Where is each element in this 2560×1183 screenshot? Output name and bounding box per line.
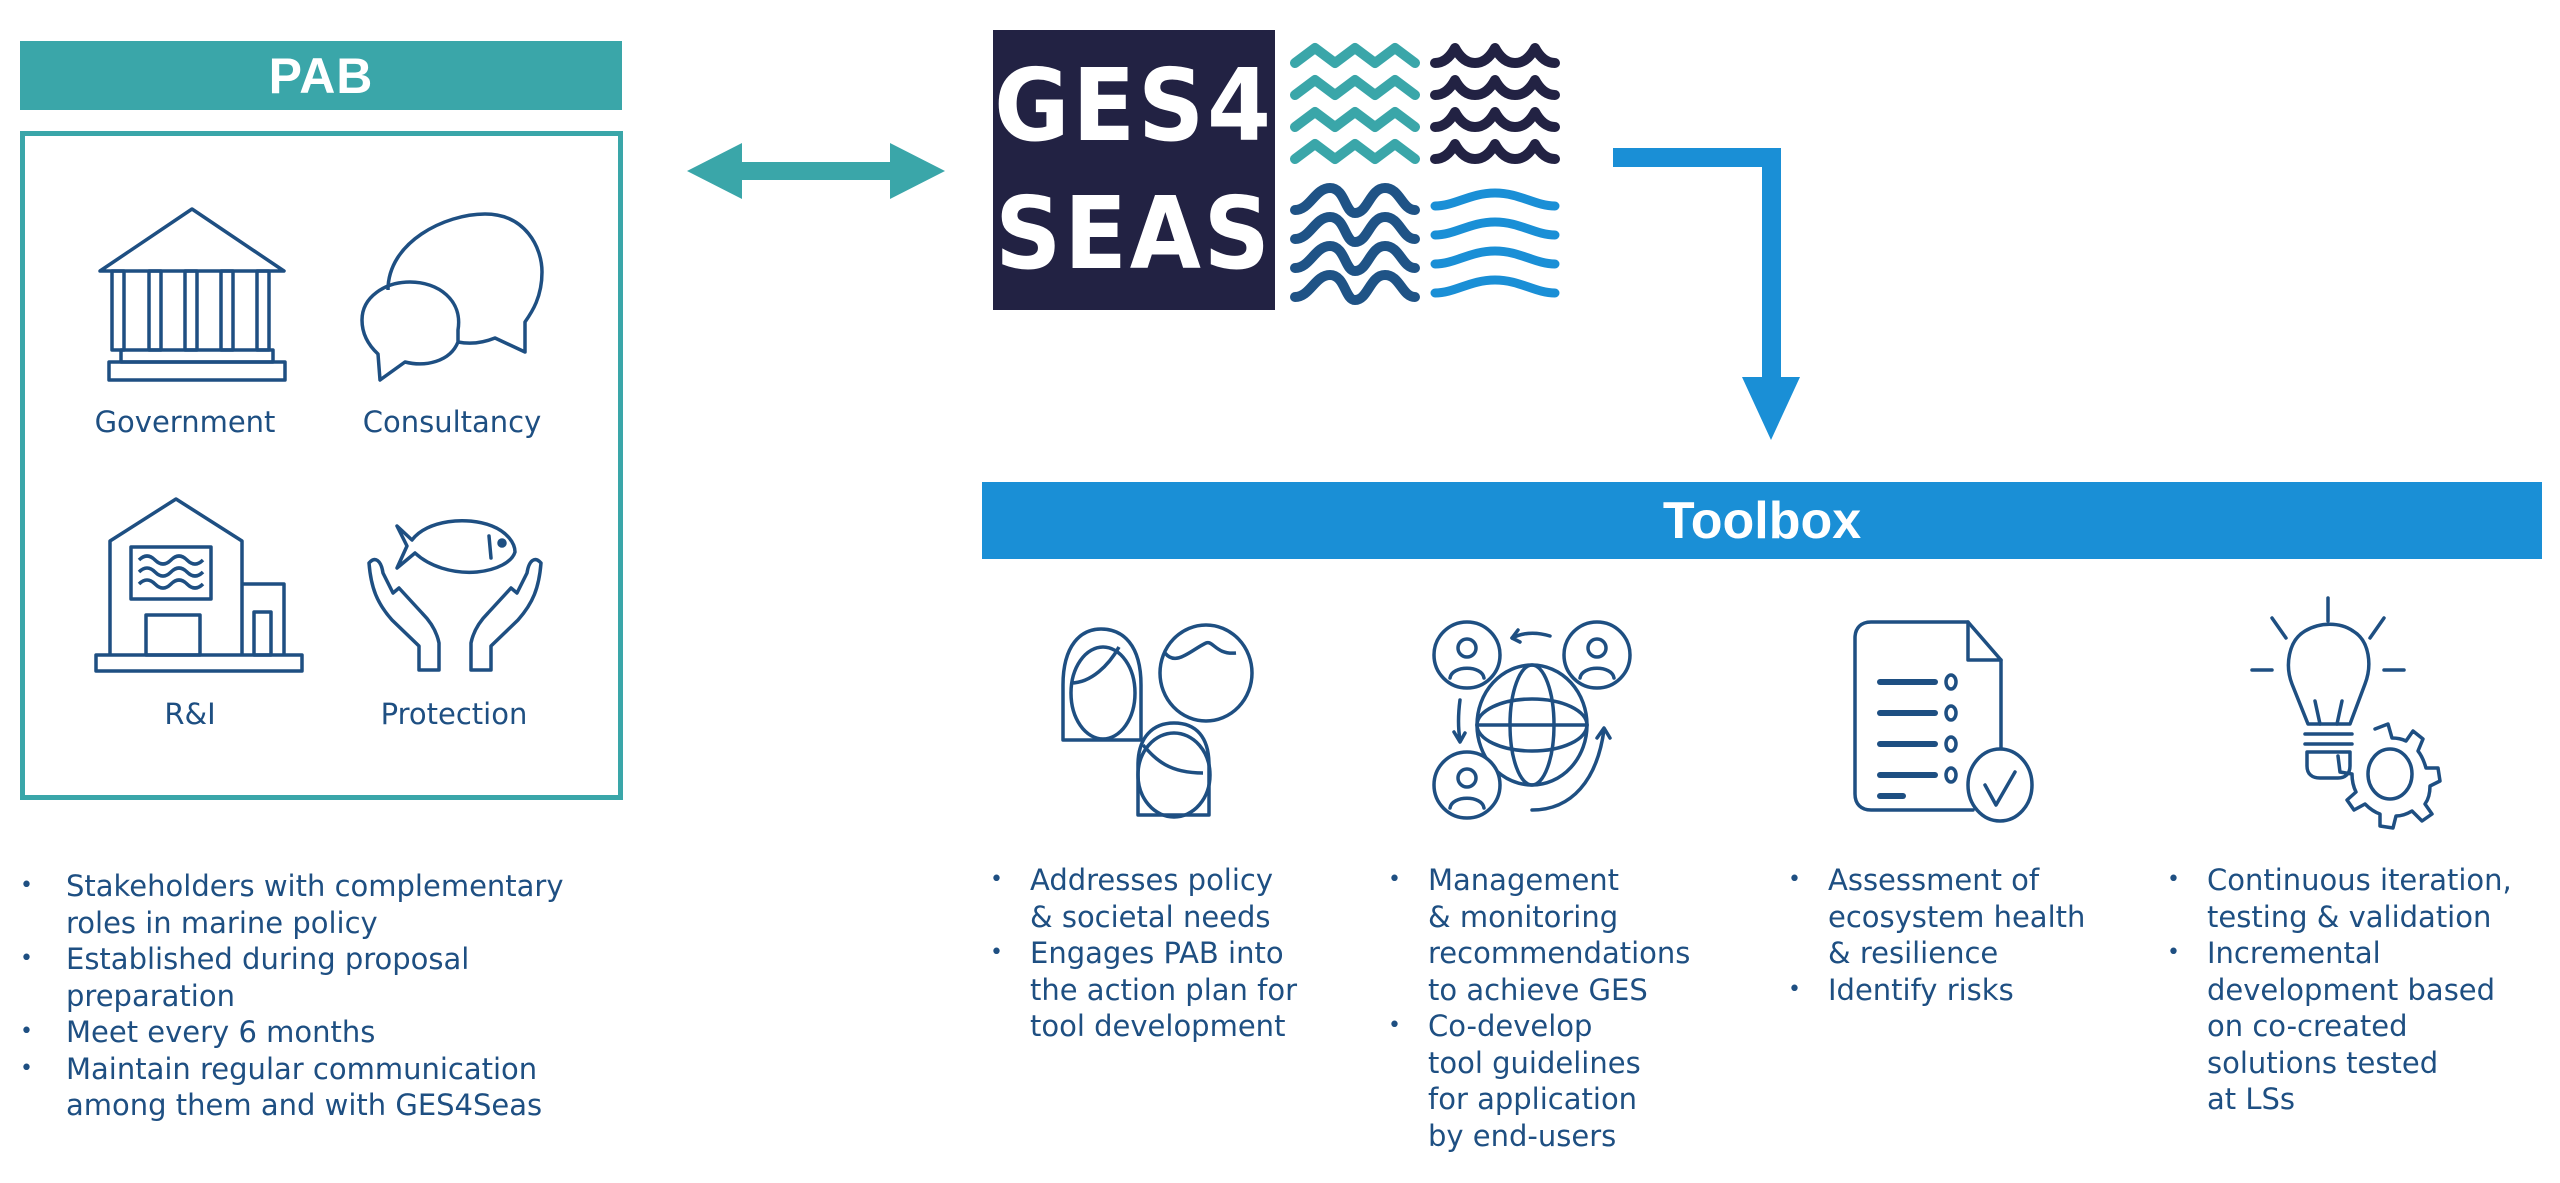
pab-title: PAB <box>268 47 374 104</box>
bullet-text-line: Incremental <box>2207 936 2381 970</box>
bullet-item: • Continuous iteration,testing & validati… <box>2167 862 2512 935</box>
bullet-text-line: Co-develop <box>1428 1009 1593 1043</box>
people-faces-icon <box>1061 623 1254 819</box>
bullet-text-line: by end-users <box>1428 1118 1617 1153</box>
bullet-text-line: Continuous iteration, <box>2207 863 2512 897</box>
double-arrow-icon <box>687 143 945 199</box>
bullet-text-line: Meet every 6 months <box>66 1015 376 1049</box>
bullet-text-line: tool development <box>1030 1009 1286 1043</box>
bullet-text-line: Management <box>1428 863 1620 897</box>
bullet-text-line: ecosystem health <box>1828 899 2086 934</box>
bullet-text-line: to achieve GES <box>1428 972 1648 1007</box>
bullet-text-line: & resilience <box>1828 936 1999 970</box>
bullet-text-line: among them and with GES4Seas <box>66 1088 543 1122</box>
bullet-text-line: testing & validation <box>2207 899 2492 934</box>
bullet-item: • Identify risks <box>1788 972 2085 1009</box>
bullet-text-line: tool guidelines <box>1428 1045 1641 1080</box>
bullet-text-line: preparation <box>66 978 235 1013</box>
bullet-text-line: Maintain regular communication <box>66 1051 538 1086</box>
toolbox-column-1-list: • Addresses policy& societal needs • Engage… <box>990 862 1297 1045</box>
bullet-text-line: Established during proposal <box>66 942 470 976</box>
bullet-text-line: roles in marine policy <box>66 905 378 940</box>
bullet-dot: • <box>2167 867 2180 892</box>
bullet-dot: • <box>20 873 33 898</box>
stakeholder-label-government: Government <box>94 405 276 439</box>
bullet-text-line: on co-created <box>2207 1009 2408 1043</box>
bullet-text-line: for application <box>1428 1082 1638 1116</box>
government-building-icon <box>98 207 287 382</box>
bullet-dot: • <box>1788 976 1801 1002</box>
ges4seas-logo: GES4 SEAS <box>993 30 1275 310</box>
bullet-dot: • <box>1788 867 1801 892</box>
hands-fish-icon <box>367 519 543 672</box>
bullet-dot: • <box>20 1019 33 1044</box>
research-building-icon <box>94 497 304 673</box>
toolbox-title: Toolbox <box>1662 491 1862 550</box>
bullet-text-line: at LSs <box>2207 1082 2296 1116</box>
toolbox-column-4-list: • Continuous iteration,testing & validati… <box>2167 862 2512 1118</box>
bullet-text-line: Engages PAB into <box>1030 936 1284 970</box>
bullet-item: • Addresses policy& societal needs <box>990 862 1297 935</box>
pab-header: PAB <box>20 41 622 110</box>
checklist-document-icon <box>1853 620 2034 823</box>
bullet-text-line: Assessment of <box>1828 863 2040 897</box>
bullet-dot: • <box>990 940 1003 965</box>
logo-text-line1: GES4 <box>994 47 1274 164</box>
bullet-text-line: solutions tested <box>2207 1045 2439 1080</box>
toolbox-header: Toolbox <box>982 482 2542 559</box>
bullet-dot: • <box>1388 867 1401 892</box>
lightbulb-gear-icon <box>2250 596 2442 830</box>
waves-icon <box>1290 43 1560 305</box>
bullet-dot: • <box>20 946 33 971</box>
bullet-text-line: the action plan for <box>1030 972 1298 1007</box>
bullet-text-line: & monitoring <box>1428 899 1619 934</box>
bullet-text-line: development based <box>2207 972 2496 1007</box>
bullet-dot: • <box>2167 940 2180 965</box>
bullet-dot: • <box>990 867 1003 892</box>
logo-text-line2: SEAS <box>995 175 1273 292</box>
bullet-dot: • <box>20 1055 33 1081</box>
stakeholder-label-consultancy: Consultancy <box>362 405 542 439</box>
bullet-text-line: Stakeholders with complementary <box>66 869 564 903</box>
bullet-item: • Meet every 6 months <box>20 1014 564 1051</box>
pab-stakeholder-box <box>20 131 623 800</box>
bullet-dot: • <box>1388 1013 1401 1038</box>
stakeholder-label-protection: Protection <box>380 697 528 731</box>
bullet-text-line: Addresses policy <box>1030 863 1274 897</box>
globe-people-icon <box>1432 620 1632 820</box>
elbow-down-arrow-icon <box>1613 148 1800 440</box>
speech-bubbles-icon <box>360 212 544 382</box>
bullet-text-line: & societal needs <box>1030 899 1271 934</box>
stakeholder-label-ri: R&I <box>164 697 216 731</box>
bullet-text-line: Identify risks <box>1828 972 2014 1007</box>
bullet-text-line: recommendations <box>1428 936 1691 970</box>
